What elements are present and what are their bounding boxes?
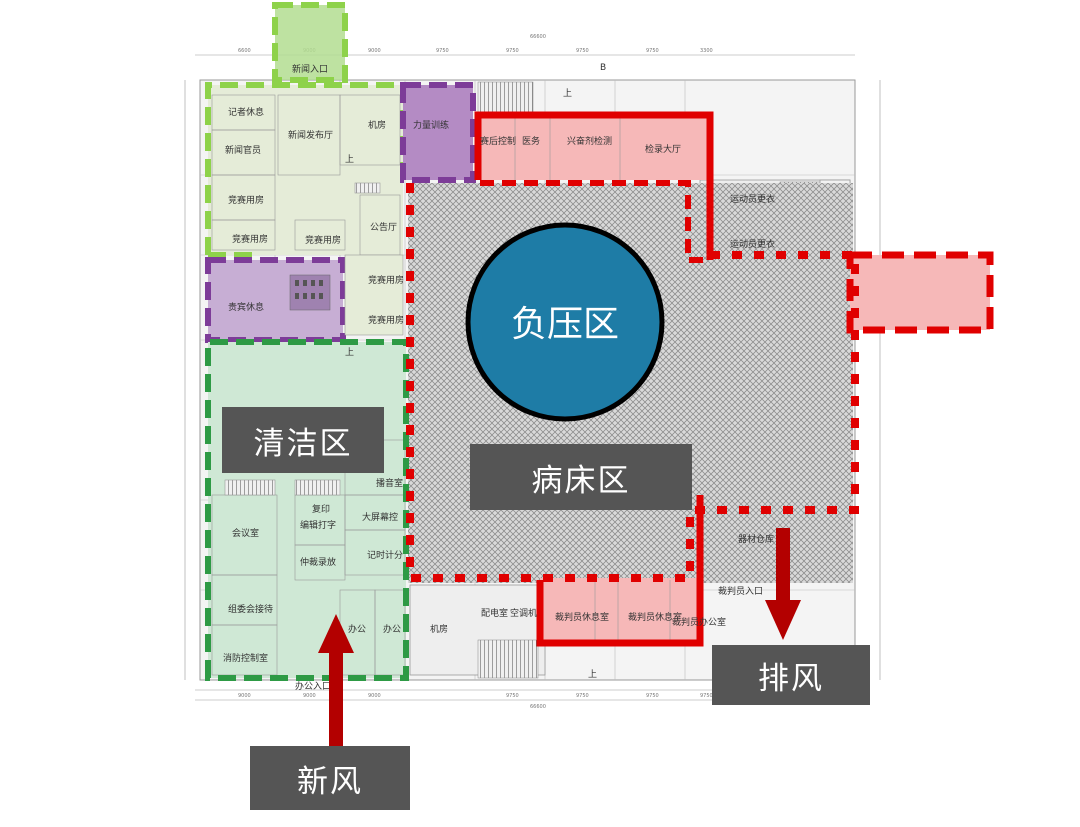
room-referee-rest: 裁判员休息室 bbox=[628, 611, 682, 623]
room-big-screen: 大屏幕控 bbox=[362, 511, 398, 523]
dim-bottom: 9000 bbox=[368, 693, 381, 699]
room-office-entrance: 办公入口 bbox=[295, 680, 331, 692]
room-competition: 竞赛用房 bbox=[368, 274, 404, 286]
room-strength-training: 力量训练 bbox=[413, 119, 449, 131]
room-ac: 空调机 bbox=[510, 607, 537, 619]
dim-bottom: 9750 bbox=[576, 693, 589, 699]
room-notice-hall: 公告厅 bbox=[370, 221, 397, 233]
room-news-officer: 新闻官员 bbox=[225, 144, 261, 156]
room-arbitration: 仲裁录放 bbox=[300, 556, 336, 568]
stair-up: 上 bbox=[345, 347, 354, 358]
room-competition: 竞赛用房 bbox=[228, 194, 264, 206]
room-machine-1: 机房 bbox=[368, 119, 386, 131]
dim-bottom: 9750 bbox=[506, 693, 519, 699]
room-record-hall: 检录大厅 bbox=[645, 143, 681, 155]
room-timing: 记时计分 bbox=[367, 549, 403, 561]
room-committee: 组委会接待 bbox=[228, 603, 273, 615]
room-competition: 竞赛用房 bbox=[232, 233, 268, 245]
red-zone-bottom bbox=[536, 495, 704, 647]
room-fire-control: 消防控制室 bbox=[223, 652, 268, 664]
room-labels: 新闻入口 记者休息 新闻官员 新闻发布厅 机房 力量训练 竞赛用房 竞赛用房 竞… bbox=[223, 63, 775, 692]
room-print: 复印 bbox=[312, 503, 330, 515]
room-post-control: 赛后控制 bbox=[480, 135, 516, 147]
room-medical: 医务 bbox=[522, 135, 540, 147]
room-athlete-change: 运动员更衣 bbox=[730, 238, 775, 250]
news-zone bbox=[205, 2, 406, 258]
red-zone-top bbox=[474, 111, 714, 263]
stair-up: 上 bbox=[588, 669, 597, 680]
dim-bottom: 9000 bbox=[238, 693, 251, 699]
exhaust-box bbox=[846, 251, 994, 334]
room-competition: 竞赛用房 bbox=[368, 314, 404, 326]
room-news-entrance: 新闻入口 bbox=[292, 63, 328, 75]
dim-bottom: 9750 bbox=[700, 693, 713, 699]
room-power: 配电室 bbox=[481, 607, 508, 619]
room-broadcast: 播音室 bbox=[376, 477, 403, 489]
room-referee-office: 裁判员办公室 bbox=[672, 616, 726, 628]
dim-bottom-total: 66600 bbox=[530, 704, 546, 710]
exhaust-label: 排风 bbox=[712, 645, 870, 705]
dim-top-total: 66600 bbox=[530, 34, 546, 40]
room-equipment: 器材仓库 bbox=[738, 533, 774, 545]
dim-top: 9750 bbox=[646, 48, 659, 54]
room-vip-rest: 贵宾休息 bbox=[228, 301, 264, 313]
dim-top: 9750 bbox=[436, 48, 449, 54]
clean-zone-label: 清洁区 bbox=[222, 407, 384, 473]
exhaust-arrow bbox=[765, 528, 801, 640]
room-reporter-rest: 记者休息 bbox=[228, 106, 264, 118]
dim-top: 9750 bbox=[576, 48, 589, 54]
room-office: 办公 bbox=[348, 623, 366, 635]
fresh-air-label: 新风 bbox=[250, 746, 410, 810]
dim-bottom: 9000 bbox=[303, 693, 316, 699]
room-competition: 竞赛用房 bbox=[305, 234, 341, 246]
dimension-labels: 66600 6600 9000 9000 9750 9750 9750 9750… bbox=[238, 34, 713, 710]
fresh-air-arrow bbox=[318, 614, 354, 748]
negative-pressure-label: 负压区 bbox=[511, 304, 619, 345]
ward-zone-label: 病床区 bbox=[470, 444, 692, 510]
dim-top: 6600 bbox=[238, 48, 251, 54]
room-office: 办公 bbox=[383, 623, 401, 635]
room-athlete-change: 运动员更衣 bbox=[730, 193, 775, 205]
clean-zone bbox=[205, 339, 409, 681]
room-referee-entrance: 裁判员入口 bbox=[718, 585, 763, 597]
stair-up: 上 bbox=[563, 88, 572, 99]
purple-zones bbox=[205, 82, 476, 343]
room-machine-2: 机房 bbox=[430, 623, 448, 635]
dim-top: 9000 bbox=[368, 48, 381, 54]
negative-pressure-circle bbox=[465, 222, 665, 422]
room-press-hall: 新闻发布厅 bbox=[288, 129, 333, 141]
dim-top: 9750 bbox=[506, 48, 519, 54]
room-typing: 编辑打字 bbox=[300, 519, 336, 531]
dim-bottom: 9750 bbox=[646, 693, 659, 699]
section-mark: B bbox=[600, 63, 606, 73]
stair-up: 上 bbox=[345, 154, 354, 165]
room-meeting: 会议室 bbox=[232, 527, 259, 539]
dim-top: 3300 bbox=[700, 48, 713, 54]
room-doping: 兴奋剂检测 bbox=[567, 135, 612, 147]
room-referee-rest: 裁判员休息室 bbox=[555, 611, 609, 623]
